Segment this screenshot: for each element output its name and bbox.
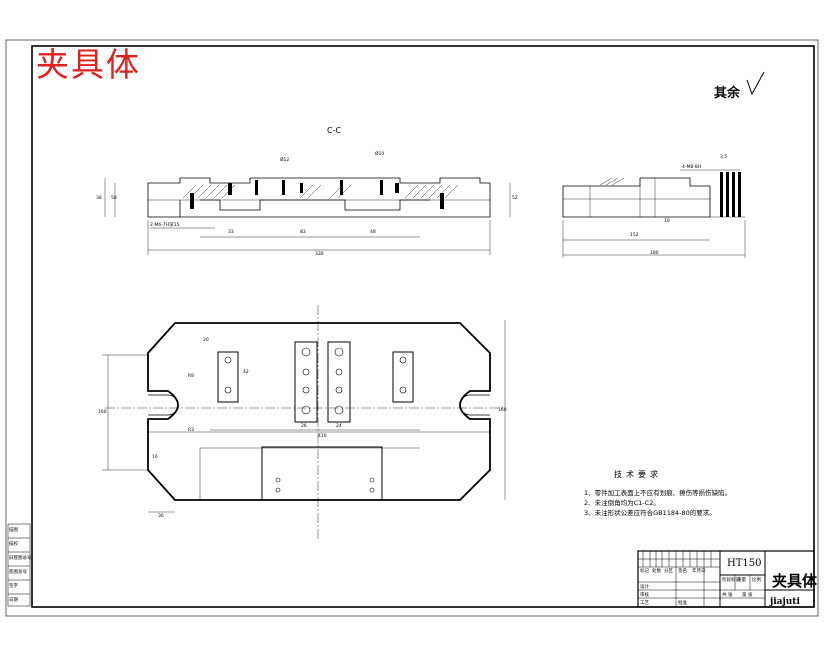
inner-frame xyxy=(31,45,815,608)
dim-label: 3.5 xyxy=(720,155,728,160)
tb-label: 年月日 xyxy=(692,569,706,574)
tb-label: 处数 xyxy=(652,569,661,574)
tb-label: 工艺 xyxy=(640,601,649,606)
dim-label: 20 xyxy=(203,338,209,343)
dim-label: 16 xyxy=(152,455,158,460)
tb-label: 批准 xyxy=(678,601,687,606)
dim-label: 10 xyxy=(664,219,670,224)
dim-label: Ø10 xyxy=(375,152,385,157)
tb-label: 设计 xyxy=(640,585,649,590)
tb-label: 分区 xyxy=(664,569,673,574)
tb-label: 重量 xyxy=(737,578,746,583)
dim-label: 2-M6-7H深15 xyxy=(150,223,180,228)
dim-label: 38 xyxy=(96,196,102,201)
title-block xyxy=(637,550,815,608)
dim-label: 160 xyxy=(498,408,507,413)
tech-req-item: 3、未注形状公差应符合GB1184-80的要求。 xyxy=(584,509,716,517)
section-view xyxy=(104,177,511,255)
dim-label: 330 xyxy=(315,252,324,257)
dim-label: 83 xyxy=(300,230,306,235)
stamp-label: 描校 xyxy=(9,542,18,547)
tb-label: 签名 xyxy=(678,569,687,574)
dim-label: 52 xyxy=(512,196,518,201)
stamp-label: 签字 xyxy=(9,584,18,589)
dim-label: 58 xyxy=(111,196,117,201)
dim-label: 33 xyxy=(228,230,234,235)
stamp-label: 日期 xyxy=(9,598,18,603)
dim-label: 42 xyxy=(243,370,249,375)
tb-label: 第 张 xyxy=(742,593,753,598)
stamp-label: 描图 xyxy=(9,528,18,533)
title-block-material: HT150 xyxy=(727,558,762,569)
dim-label: 180 xyxy=(650,251,659,256)
dim-label: 410 xyxy=(318,434,327,439)
dim-label: Ø12 xyxy=(280,158,290,163)
tb-label: 审核 xyxy=(640,593,649,598)
title-block-drawing-number: jiajuti xyxy=(770,597,800,607)
dim-label: 36 xyxy=(158,514,164,519)
tb-label: 比例 xyxy=(752,578,761,583)
watermark-title: 夹具体 xyxy=(36,45,141,84)
tech-req-item: 2、未注倒角均为C1-C2。 xyxy=(584,499,660,507)
dim-label: 160 xyxy=(98,410,107,415)
roughness-symbol xyxy=(746,71,765,96)
side-view xyxy=(562,169,746,258)
title-block-part-name: 夹具体 xyxy=(772,572,818,590)
dim-label: 26 xyxy=(301,424,307,429)
dim-label: 4-M8-8H xyxy=(682,165,702,170)
tech-req-title: 技术要求 xyxy=(614,470,662,479)
dim-label: 48 xyxy=(370,230,376,235)
dim-label: 24 xyxy=(336,424,342,429)
section-label: C-C xyxy=(327,126,342,135)
stamp-label: 底图总号 xyxy=(9,570,27,575)
tech-req-item: 1、零件加工表面上不应有划痕、擦伤等损伤缺陷。 xyxy=(584,489,732,497)
plan-view xyxy=(102,305,506,540)
dim-label: 152 xyxy=(630,233,639,238)
dim-label: R3 xyxy=(188,428,194,433)
technical-requirements: 技术要求 1、零件加工表面上不应有划痕、擦伤等损伤缺陷。 2、未注倒角均为C1-… xyxy=(584,470,731,518)
outer-border xyxy=(5,39,819,617)
tb-label: 阶段标记 xyxy=(722,578,740,583)
left-stamp-table xyxy=(7,523,31,607)
tb-label: 标记 xyxy=(640,569,649,574)
dim-label: R8 xyxy=(188,374,194,379)
tb-label: 共 张 xyxy=(722,593,733,598)
stamp-label: 旧底图总号 xyxy=(9,556,32,561)
surface-finish-note: 其余 xyxy=(714,86,741,101)
